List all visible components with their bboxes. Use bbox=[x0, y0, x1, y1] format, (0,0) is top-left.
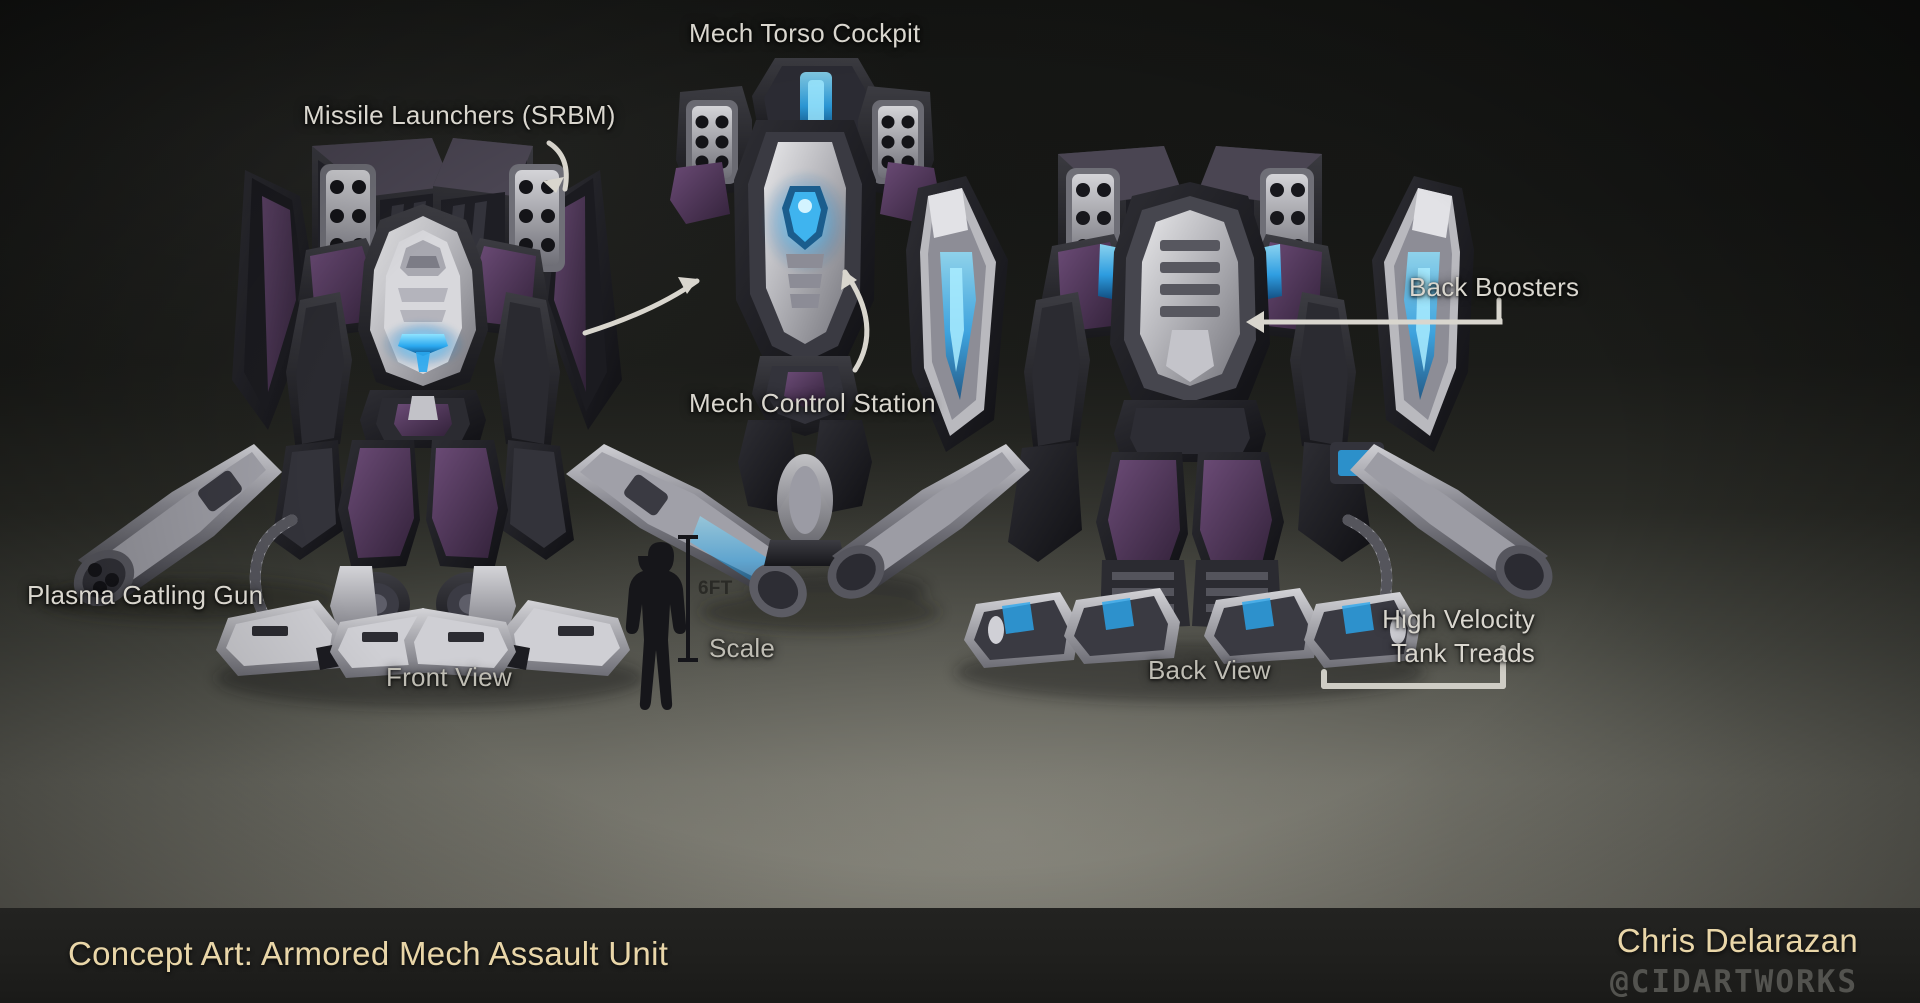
view-label-front-view: Front View bbox=[386, 662, 512, 692]
footer-title: Concept Art: Armored Mech Assault Unit bbox=[68, 935, 669, 972]
scale-caption: Scale bbox=[709, 633, 776, 663]
callout-mech-control-station: Mech Control Station bbox=[689, 388, 936, 418]
callout-high-velocity-tank-treads: High Velocity Tank Treads bbox=[1382, 604, 1535, 668]
callout-missile-launchers: Missile Launchers (SRBM) bbox=[303, 100, 616, 130]
view-label-back-view: Back View bbox=[1148, 655, 1271, 685]
vignette-overlay bbox=[0, 0, 1920, 908]
scale-height-label: 6FT bbox=[698, 578, 733, 599]
callout-mech-torso-cockpit: Mech Torso Cockpit bbox=[689, 18, 921, 48]
callout-plasma-gatling-gun: Plasma Gatling Gun bbox=[27, 580, 264, 610]
footer-bar: Concept Art: Armored Mech Assault Unit C… bbox=[0, 908, 1920, 1003]
callout-back-boosters: Back Boosters bbox=[1409, 272, 1580, 302]
footer-handle: @CIDARTWORKS bbox=[1610, 964, 1858, 1000]
footer-author: Chris Delarazan bbox=[1616, 922, 1858, 959]
